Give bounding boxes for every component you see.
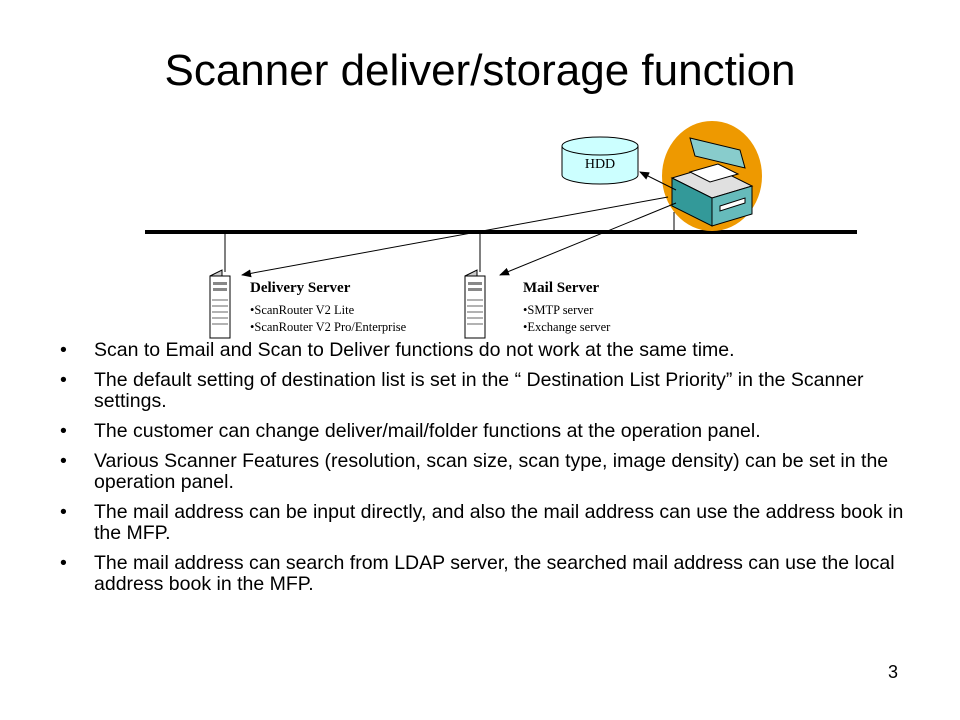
- arrow-mfp-to-delivery-server: [241, 196, 669, 278]
- bullet-list: • Scan to Email and Scan to Deliver funct…: [60, 340, 920, 604]
- delivery-server-item: •ScanRouter V2 Pro/Enterprise: [250, 320, 407, 334]
- list-item: • The customer can change deliver/mail/fo…: [60, 421, 920, 442]
- mfp-scanner-icon: [662, 121, 762, 231]
- arrow-mfp-to-mail-server: [499, 202, 677, 276]
- mail-server-item: •SMTP server: [523, 303, 594, 317]
- bullet-text: The mail address can be input directly, …: [94, 501, 904, 544]
- delivery-server-item: •ScanRouter V2 Lite: [250, 303, 355, 317]
- list-item: • The mail address can search from LDAP s…: [60, 553, 920, 595]
- server-tower-icon: [464, 269, 486, 339]
- bullet-dot: •: [60, 501, 67, 523]
- hdd-label: HDD: [585, 157, 615, 172]
- bullet-dot: •: [60, 552, 67, 574]
- list-item: • The default setting of destination list…: [60, 370, 920, 412]
- bullet-text: Scan to Email and Scan to Deliver functi…: [94, 339, 735, 361]
- arrow-mfp-to-hdd: [639, 171, 677, 191]
- mail-server-item: •Exchange server: [523, 320, 611, 334]
- mail-server-title: Mail Server: [523, 280, 600, 296]
- bullet-dot: •: [60, 369, 67, 391]
- slide-title: Scanner deliver/storage function: [164, 46, 796, 95]
- list-item: • Scan to Email and Scan to Deliver funct…: [60, 340, 920, 361]
- bullet-text: The mail address can search from LDAP se…: [94, 552, 895, 595]
- network-diagram: HDD Delivery Server •ScanRouter V2 Lite …: [145, 121, 857, 339]
- bullet-dot: •: [60, 420, 67, 442]
- bullet-dot: •: [60, 339, 67, 361]
- bullet-text: The customer can change deliver/mail/fol…: [94, 420, 761, 442]
- page-number: 3: [888, 662, 899, 682]
- list-item: • Various Scanner Features (resolution, s…: [60, 451, 920, 493]
- list-item: • The mail address can be input directly,…: [60, 502, 920, 544]
- bullet-text: Various Scanner Features (resolution, sc…: [94, 450, 889, 493]
- bullet-text: The default setting of destination list …: [94, 369, 864, 412]
- server-tower-icon: [209, 269, 231, 339]
- hdd-cylinder-icon: [561, 136, 639, 185]
- delivery-server-title: Delivery Server: [250, 280, 351, 296]
- bullet-dot: •: [60, 450, 67, 472]
